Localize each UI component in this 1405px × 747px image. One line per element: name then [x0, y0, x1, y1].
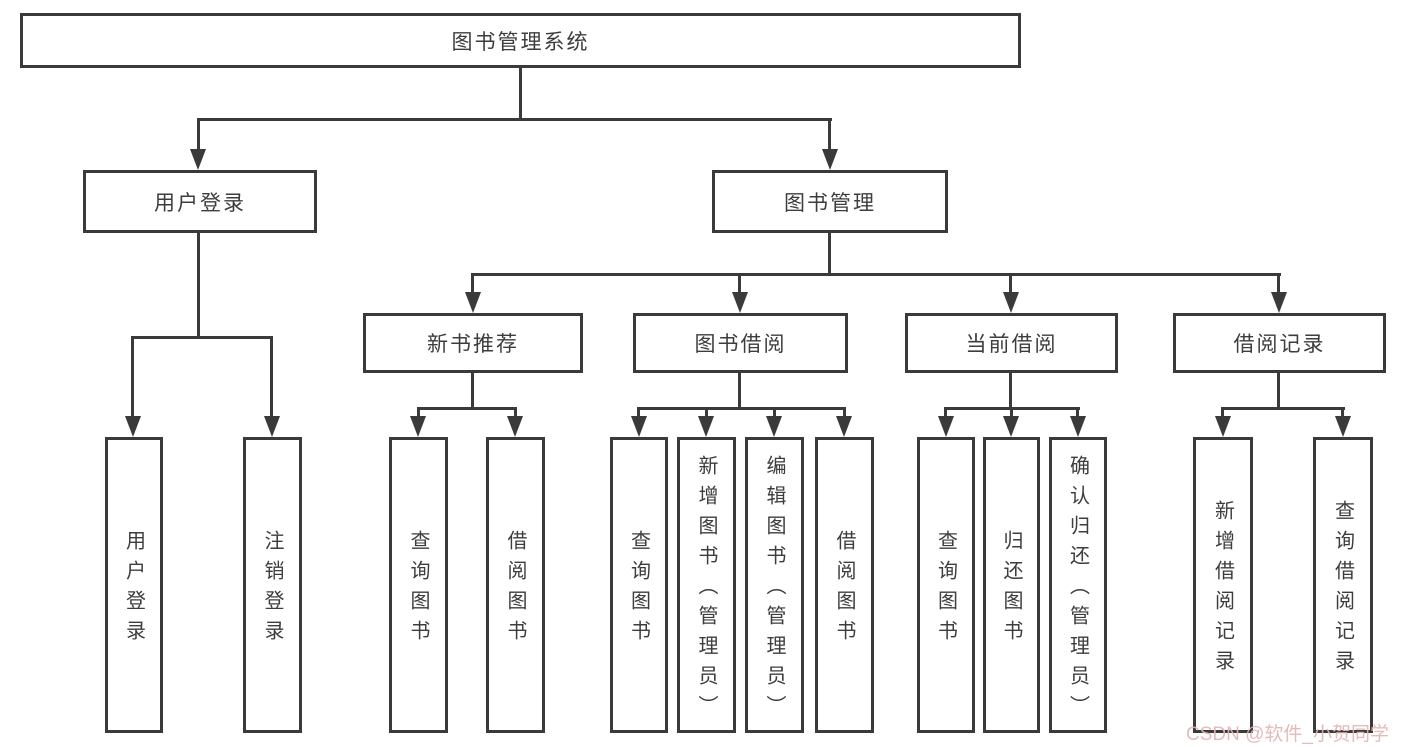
connector-book-management-stem [828, 233, 831, 273]
connector-drop-user-login [197, 118, 200, 152]
connector-drop-bb-query [637, 407, 640, 419]
arrowhead-borrow-records [1271, 292, 1287, 313]
leaf-user-login: 用户登录 [105, 437, 163, 733]
node-borrow-records-label: 借阅记录 [1233, 333, 1326, 356]
node-book-management: 图书管理 [712, 170, 948, 233]
leaf-edit-book-admin: 编辑图书（管理员） [745, 437, 804, 733]
arrowhead-cb-return [1003, 416, 1019, 437]
node-new-book-recommend: 新书推荐 [363, 313, 583, 373]
leaf-add-book-admin: 新增图书（管理员） [677, 437, 736, 733]
arrowhead-cb-confirm [1070, 416, 1086, 437]
arrowhead-current-borrow [1003, 292, 1019, 313]
connector-drop-cb-confirm [1076, 407, 1079, 419]
leaf-borrow-books-borrow-label: 借阅图书 [833, 530, 855, 650]
node-book-borrow: 图书借阅 [633, 313, 848, 373]
node-book-borrow-label: 图书借阅 [694, 333, 787, 356]
leaf-query-books-current-label: 查询图书 [934, 530, 957, 650]
connector-drop-br-query [1341, 407, 1344, 419]
leaf-user-login-label: 用户登录 [122, 530, 145, 650]
connector-drop-borrow-records [1277, 273, 1280, 295]
node-borrow-records: 借阅记录 [1173, 313, 1386, 373]
arrowhead-book-management [822, 149, 838, 170]
leaf-confirm-return-admin: 确认归还（管理员） [1049, 437, 1107, 733]
arrowhead-leaf-logout [264, 416, 280, 437]
connector-drop-book-borrow [738, 273, 741, 295]
node-root: 图书管理系统 [20, 13, 1021, 68]
node-new-book-recommend-label: 新书推荐 [427, 333, 519, 356]
arrowhead-nb-query [410, 416, 426, 437]
connector-drop-leaf-logout [270, 336, 273, 419]
connector-user-login-rail [131, 336, 273, 339]
node-user-login-label: 用户登录 [154, 191, 246, 215]
leaf-borrow-books-recommend: 借阅图书 [486, 437, 545, 733]
connector-book-management-rail [471, 273, 1281, 276]
arrowhead-bb-add [698, 416, 714, 437]
connector-root-rail [197, 118, 832, 121]
leaf-logout-login: 注销登录 [243, 437, 302, 733]
leaf-borrow-books-recommend-label: 借阅图书 [504, 530, 526, 650]
connector-drop-new-book [471, 273, 474, 295]
connector-borrow-records-rail [1221, 407, 1345, 410]
connector-book-borrow-rail [637, 407, 846, 410]
leaf-query-borrow-record: 查询借阅记录 [1313, 437, 1373, 733]
connector-drop-br-add [1221, 407, 1224, 419]
leaf-return-books-label: 归还图书 [1000, 530, 1022, 650]
connector-drop-bb-borrow [843, 407, 846, 419]
connector-drop-nb-borrow [514, 407, 517, 419]
leaf-return-books: 归还图书 [983, 437, 1040, 733]
csdn-watermark: CSDN @软件_小贺同学 [1186, 724, 1389, 745]
leaf-logout-login-label: 注销登录 [261, 530, 283, 650]
connector-borrow-records-stem [1277, 373, 1280, 407]
arrowhead-leaf-login [125, 416, 141, 437]
connector-drop-cb-query [944, 407, 947, 419]
connector-new-book-stem [471, 373, 474, 407]
connector-root-stem [519, 67, 522, 118]
connector-drop-nb-query [417, 407, 420, 419]
arrowhead-nb-borrow [507, 416, 523, 437]
leaf-add-borrow-record: 新增借阅记录 [1193, 437, 1253, 733]
arrowhead-user-login [190, 149, 206, 170]
connector-drop-cb-return [1010, 407, 1013, 419]
connector-user-login-stem [197, 233, 200, 336]
leaf-edit-book-admin-label: 编辑图书（管理员） [763, 455, 785, 725]
leaf-query-books-current: 查询图书 [917, 437, 975, 733]
connector-drop-current-borrow [1009, 273, 1012, 295]
leaf-query-books-borrow-label: 查询图书 [627, 530, 650, 650]
leaf-query-books-recommend: 查询图书 [389, 437, 448, 733]
leaf-confirm-return-admin-label: 确认归还（管理员） [1066, 455, 1089, 725]
connector-current-borrow-stem [1009, 373, 1012, 407]
arrowhead-br-query [1335, 416, 1351, 437]
leaf-add-book-admin-label: 新增图书（管理员） [695, 455, 717, 725]
leaf-query-books-borrow: 查询图书 [610, 437, 668, 733]
arrowhead-cb-query [938, 416, 954, 437]
node-current-borrow: 当前借阅 [905, 313, 1118, 373]
arrowhead-bb-borrow [836, 416, 852, 437]
node-root-label: 图书管理系统 [451, 30, 590, 54]
arrowhead-new-book [465, 292, 481, 313]
node-current-borrow-label: 当前借阅 [965, 333, 1058, 356]
leaf-query-books-recommend-label: 查询图书 [407, 530, 429, 650]
connector-drop-book-management [828, 118, 831, 152]
node-book-management-label: 图书管理 [784, 191, 876, 215]
node-user-login: 用户登录 [83, 170, 317, 233]
connector-new-book-rail [417, 407, 517, 410]
arrowhead-bb-query [631, 416, 647, 437]
arrowhead-bb-edit [766, 416, 782, 437]
arrowhead-book-borrow [732, 292, 748, 313]
connector-drop-leaf-login [131, 336, 134, 419]
leaf-borrow-books-borrow: 借阅图书 [815, 437, 874, 733]
leaf-add-borrow-record-label: 新增借阅记录 [1211, 500, 1234, 680]
connector-drop-bb-edit [773, 407, 776, 419]
connector-drop-bb-add [705, 407, 708, 419]
arrowhead-br-add [1215, 416, 1231, 437]
connector-book-borrow-stem [738, 373, 741, 407]
leaf-query-borrow-record-label: 查询借阅记录 [1331, 500, 1354, 680]
